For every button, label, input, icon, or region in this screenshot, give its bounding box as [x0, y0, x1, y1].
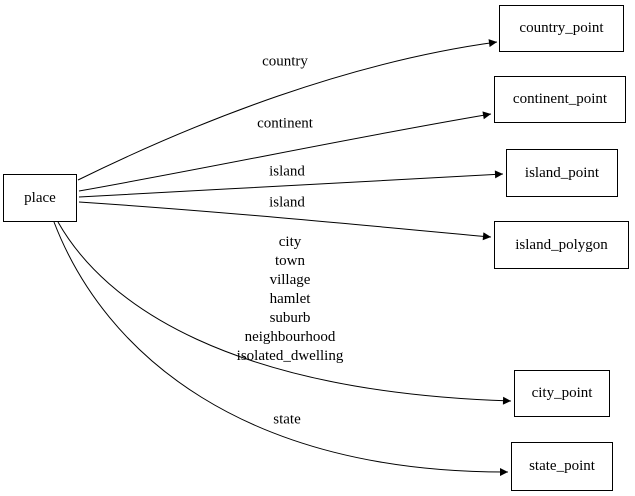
edge-place-island-point [78, 170, 504, 198]
node-country-point: country_point [499, 5, 624, 52]
edge-label-continent: continent [257, 115, 313, 132]
node-place: place [3, 174, 77, 222]
edge-label-state: state [273, 411, 301, 428]
edge-place-country-point [77, 39, 498, 181]
edge-label-settlements: city town village hamlet suburb neighbou… [236, 234, 344, 364]
edge-label-island-polygon: island [269, 194, 305, 211]
node-island-polygon: island_polygon [494, 221, 629, 269]
edge-label-country: country [262, 53, 308, 70]
node-continent-point: continent_point [494, 76, 626, 123]
node-island-point: island_point [506, 149, 618, 197]
node-state-point: state_point [511, 442, 613, 491]
node-city-point: city_point [514, 370, 610, 417]
edge-place-state-point [53, 221, 509, 477]
edge-label-island-point: island [269, 163, 305, 180]
edge-place-continent-point [78, 111, 492, 192]
edge-place-island-polygon [78, 201, 492, 241]
edge-place-city-point [57, 221, 512, 405]
